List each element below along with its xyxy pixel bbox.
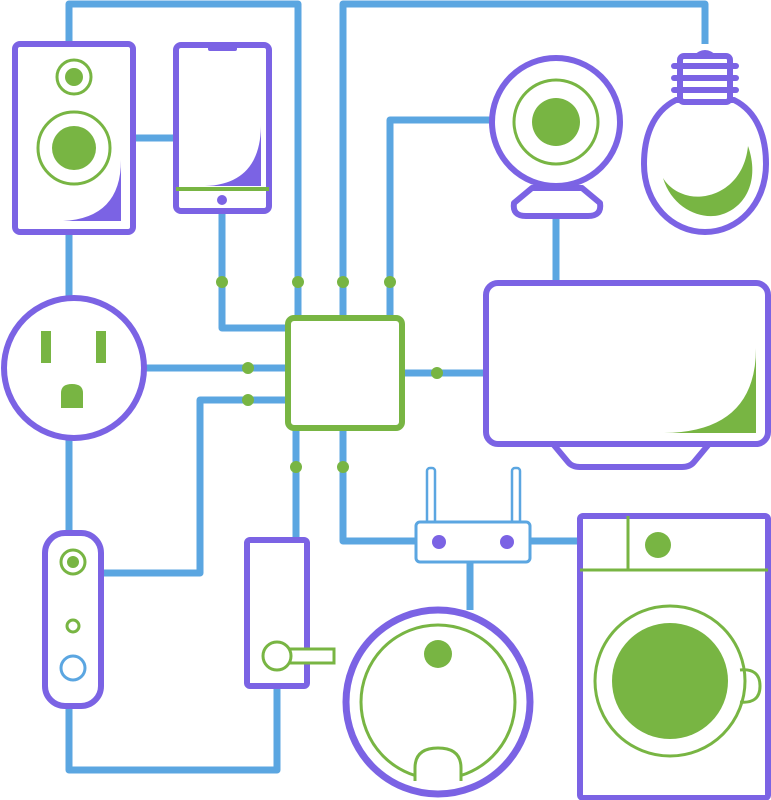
connection-dot [290, 461, 302, 473]
connection-dots [216, 276, 443, 473]
connection-dot [216, 276, 228, 288]
speaker-icon [12, 41, 136, 235]
power-outlet-icon [1, 295, 147, 441]
connection-dot [242, 362, 254, 374]
wifi-router-icon [414, 466, 532, 564]
robot-vacuum-icon [342, 606, 534, 798]
light-bulb-icon [641, 50, 769, 235]
door-lock-icon [244, 537, 336, 689]
wire-hub-router [339, 428, 416, 545]
connection-dot [292, 276, 304, 288]
connection-dot [337, 276, 349, 288]
video-doorbell-icon [42, 530, 104, 709]
connection-dot [242, 394, 254, 406]
hub-chip-icon [285, 315, 405, 431]
washing-machine-icon [577, 513, 771, 800]
connection-dot [431, 367, 443, 379]
wire-phone-hub [218, 210, 288, 332]
connection-dot [337, 461, 349, 473]
tv-icon [483, 280, 771, 470]
webcam-icon [489, 55, 623, 219]
wire-webcam-hub [386, 116, 495, 318]
connection-dot [384, 276, 396, 288]
smartphone-icon [173, 42, 272, 214]
wire-doorbell-lock [65, 686, 281, 774]
wire-bulb-hub [339, 0, 709, 318]
wire-speaker-hub [65, 0, 302, 318]
